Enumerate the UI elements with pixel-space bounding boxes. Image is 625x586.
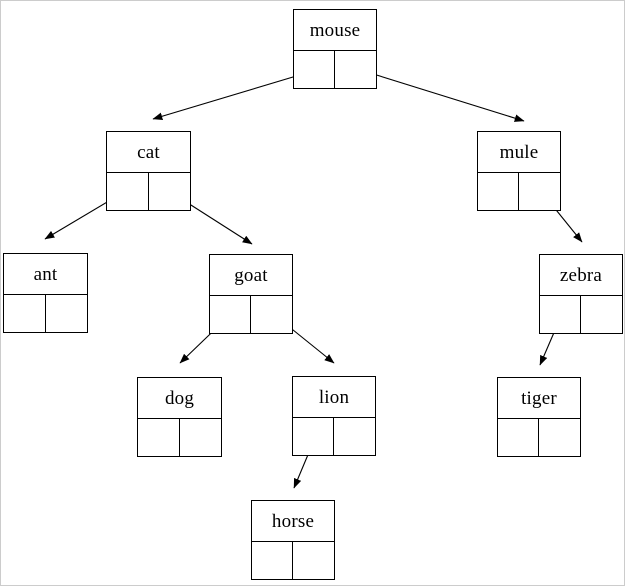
tree-node-mouse[interactable]: mouse: [293, 9, 377, 89]
left-pointer-cell: [540, 296, 581, 333]
node-label: dog: [138, 378, 221, 419]
tree-node-mule[interactable]: mule: [477, 131, 561, 211]
node-label: ant: [4, 254, 87, 295]
right-pointer-cell: [180, 419, 222, 456]
node-pointer-cells: [478, 173, 560, 210]
node-label: tiger: [498, 378, 580, 419]
right-pointer-cell: [519, 173, 560, 210]
node-label: horse: [252, 501, 334, 542]
left-pointer-cell: [478, 173, 519, 210]
left-pointer-cell: [138, 419, 180, 456]
node-label: cat: [107, 132, 190, 173]
right-pointer-cell: [46, 295, 88, 332]
right-pointer-cell: [251, 296, 292, 333]
node-pointer-cells: [294, 51, 376, 88]
right-pointer-cell: [539, 419, 580, 456]
left-pointer-cell: [252, 542, 293, 579]
node-label: mule: [478, 132, 560, 173]
right-pointer-cell: [335, 51, 376, 88]
left-pointer-cell: [107, 173, 149, 210]
tree-node-lion[interactable]: lion: [292, 376, 376, 456]
right-pointer-cell: [334, 418, 375, 455]
node-pointer-cells: [210, 296, 292, 333]
left-pointer-cell: [294, 51, 335, 88]
right-pointer-cell: [581, 296, 622, 333]
tree-node-horse[interactable]: horse: [251, 500, 335, 580]
left-pointer-cell: [293, 418, 334, 455]
tree-node-goat[interactable]: goat: [209, 254, 293, 334]
right-pointer-cell: [149, 173, 191, 210]
edge-mouse-to-mule: [353, 67, 525, 122]
node-pointer-cells: [4, 295, 87, 332]
tree-node-dog[interactable]: dog: [137, 377, 222, 457]
edge-mouse-to-cat: [152, 70, 314, 121]
left-pointer-cell: [4, 295, 46, 332]
right-pointer-cell: [293, 542, 334, 579]
node-label: lion: [293, 377, 375, 418]
left-pointer-cell: [498, 419, 539, 456]
left-pointer-cell: [210, 296, 251, 333]
node-pointer-cells: [138, 419, 221, 456]
node-label: goat: [210, 255, 292, 296]
tree-node-tiger[interactable]: tiger: [497, 377, 581, 457]
node-label: zebra: [540, 255, 622, 296]
node-pointer-cells: [498, 419, 580, 456]
node-pointer-cells: [293, 418, 375, 455]
tree-node-zebra[interactable]: zebra: [539, 254, 623, 334]
node-label: mouse: [294, 10, 376, 51]
node-pointer-cells: [107, 173, 190, 210]
node-pointer-cells: [252, 542, 334, 579]
node-pointer-cells: [540, 296, 622, 333]
tree-node-cat[interactable]: cat: [106, 131, 191, 211]
tree-node-ant[interactable]: ant: [3, 253, 88, 333]
